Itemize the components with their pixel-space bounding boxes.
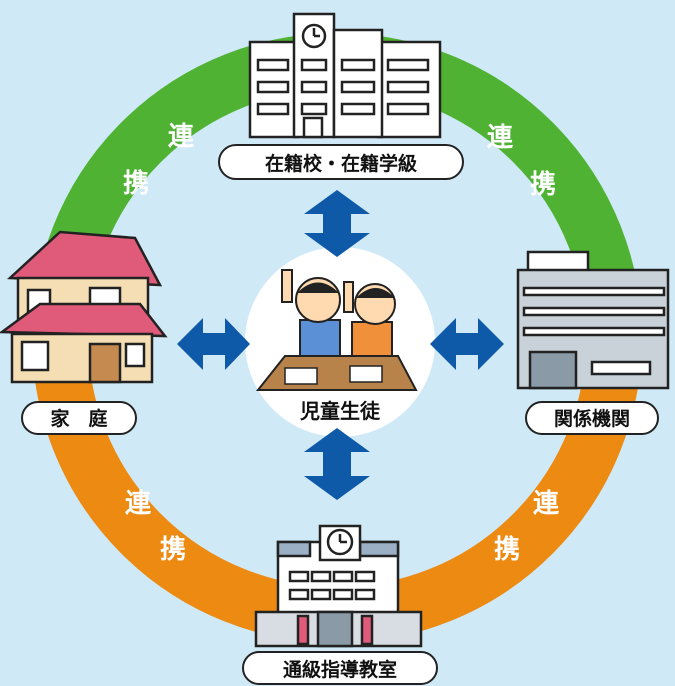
arrow-up-down-bottom: [304, 428, 370, 500]
node-left-text: 家 庭: [50, 407, 107, 430]
house-icon: [0, 230, 168, 384]
arrow-up-down-top: [304, 190, 370, 257]
node-center-text: 児童生徒: [299, 399, 381, 423]
link-label-bottom-left-2: 携: [160, 534, 186, 565]
link-label-top-left-2: 携: [123, 168, 149, 199]
link-label-bottom-right-2: 携: [494, 534, 520, 565]
office-building-icon: [516, 250, 670, 390]
node-label-top: 在籍校・在籍学級: [218, 144, 464, 180]
school-building-icon: [248, 12, 442, 139]
node-label-right: 関係機関: [525, 401, 659, 435]
link-label-bottom-right-1: 連: [533, 489, 560, 519]
resource-room-school-icon: [254, 524, 423, 648]
node-top-text: 在籍校・在籍学級: [265, 152, 417, 175]
node-label-left: 家 庭: [21, 401, 137, 435]
node-right-text: 関係機関: [554, 407, 630, 430]
link-label-top-right-1: 連: [487, 123, 514, 153]
children-studying-icon: [255, 269, 418, 391]
arrow-left-right-right: [430, 318, 504, 370]
node-label-bottom: 通級指導教室: [242, 651, 438, 685]
node-bottom-text: 通級指導教室: [283, 658, 397, 681]
arrow-left-right-left: [177, 318, 250, 370]
link-label-bottom-left-1: 連: [125, 489, 152, 519]
link-label-top-left-1: 連: [168, 122, 195, 152]
link-label-top-right-2: 携: [530, 169, 556, 200]
arrows: [177, 190, 504, 500]
